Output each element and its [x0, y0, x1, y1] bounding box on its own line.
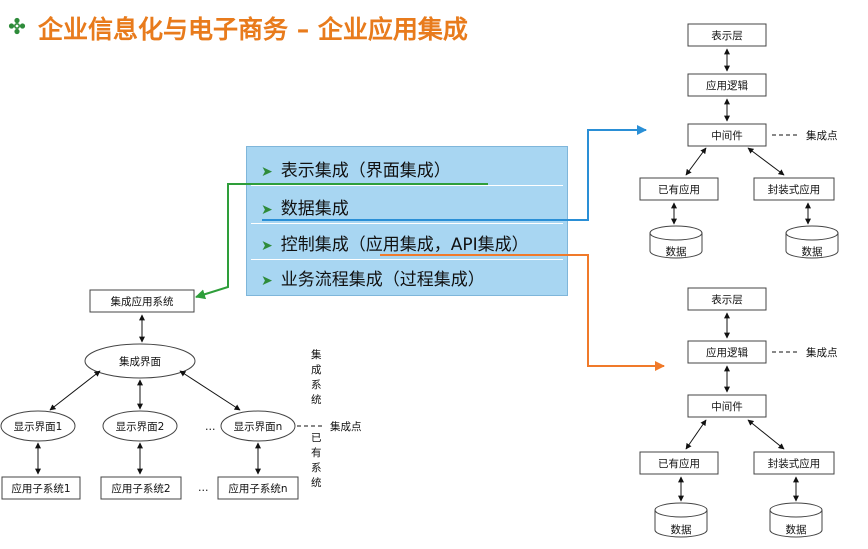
- subsystem-box-1: [1, 476, 81, 500]
- connector: [747, 419, 785, 450]
- database-label: 数据: [786, 523, 807, 536]
- list-item: ➤表示集成（界面集成）: [261, 161, 451, 181]
- database-icon: [649, 225, 703, 259]
- display-label-1: 显示界面1: [14, 421, 63, 433]
- database-icon: [654, 502, 708, 538]
- label-integrated-system: 集成系统: [311, 348, 322, 406]
- connector: [685, 147, 707, 176]
- middleware-box: [687, 394, 767, 418]
- connector: [747, 147, 785, 176]
- integration-point-label: 集成点: [330, 420, 362, 433]
- list-item: ➤控制集成（应用集成，API集成）: [261, 235, 529, 255]
- subsystem-label-n: 应用子系统n: [228, 482, 287, 495]
- arrow-bullet-icon: ➤: [261, 202, 273, 218]
- label-existing-system: 已有系统: [311, 432, 322, 489]
- display-ellipse-n: [220, 410, 296, 442]
- database-icon: [769, 502, 823, 538]
- wrapped-app-box: [753, 451, 835, 475]
- arrow-bullet-icon: ➤: [261, 238, 273, 254]
- flower-bullet-icon: [8, 17, 26, 35]
- subsystem-box-2: [100, 476, 182, 500]
- arrow-bullet-icon: ➤: [261, 273, 273, 289]
- subsystem-label-2: 应用子系统2: [111, 482, 170, 495]
- existing-app-label: 已有应用: [658, 183, 700, 196]
- integration-point-label: 集成点: [806, 346, 838, 359]
- subsystem-box-n: [217, 476, 299, 500]
- right-top-diagram: 表示层 应用逻辑 中间件 集成点 已有应用 封装式应用 数据 数据: [639, 23, 839, 259]
- app-logic-label: 应用逻辑: [706, 346, 748, 359]
- blue-pointer-arrow: [262, 125, 647, 221]
- wrapped-app-box: [753, 177, 835, 201]
- connector: [49, 370, 101, 411]
- ellipsis-display: …: [205, 421, 216, 433]
- right-bottom-diagram: 表示层 应用逻辑 中间件 集成点 已有应用 封装式应用 数据 数据: [639, 287, 838, 538]
- list-item: ➤数据集成: [261, 199, 349, 219]
- app-logic-box: [687, 340, 767, 364]
- subsystem-label-1: 应用子系统1: [11, 482, 70, 495]
- middleware-box: [687, 123, 767, 147]
- integration-point-label: 集成点: [806, 129, 838, 142]
- display-label-n: 显示界面n: [234, 421, 283, 433]
- green-pointer-arrow: [195, 183, 488, 300]
- divider: [251, 223, 563, 224]
- middleware-label: 中间件: [711, 400, 743, 413]
- connector: [179, 370, 241, 411]
- presentation-layer-box: [687, 23, 767, 47]
- presentation-layer-label: 表示层: [711, 29, 743, 42]
- existing-app-box: [639, 177, 719, 201]
- integration-interface-label: 集成界面: [119, 355, 161, 368]
- database-label: 数据: [671, 523, 692, 536]
- display-ellipse-2: [102, 410, 178, 442]
- presentation-layer-label: 表示层: [711, 293, 743, 306]
- display-ellipse-1: [0, 410, 76, 442]
- arrow-bullet-icon: ➤: [261, 164, 273, 180]
- app-logic-label: 应用逻辑: [706, 79, 748, 92]
- ellipsis-subsystem: …: [198, 482, 209, 494]
- presentation-layer-box: [687, 287, 767, 311]
- existing-app-box: [639, 451, 719, 475]
- database-label: 数据: [802, 245, 823, 258]
- wrapped-app-label: 封装式应用: [768, 457, 821, 470]
- database-label: 数据: [666, 245, 687, 258]
- page-title: 企业信息化与电子商务 – 企业应用集成: [38, 15, 468, 44]
- display-label-2: 显示界面2: [116, 421, 165, 433]
- divider: [251, 259, 563, 260]
- middleware-label: 中间件: [711, 129, 743, 142]
- integrated-app-label: 集成应用系统: [111, 295, 174, 308]
- divider: [251, 185, 563, 186]
- integration-interface-ellipse: [84, 343, 196, 379]
- connector: [685, 419, 707, 450]
- existing-app-label: 已有应用: [658, 457, 700, 470]
- integrated-app-box: [89, 289, 195, 313]
- database-icon: [785, 225, 839, 259]
- app-logic-box: [687, 73, 767, 97]
- wrapped-app-label: 封装式应用: [768, 183, 821, 196]
- orange-pointer-arrow: [380, 254, 665, 371]
- left-diagram: 集成应用系统 集成界面 显示界面1 显示界面2 显示界面n … 应用子系统1 应…: [0, 289, 362, 500]
- list-item: ➤业务流程集成（过程集成）: [261, 270, 485, 290]
